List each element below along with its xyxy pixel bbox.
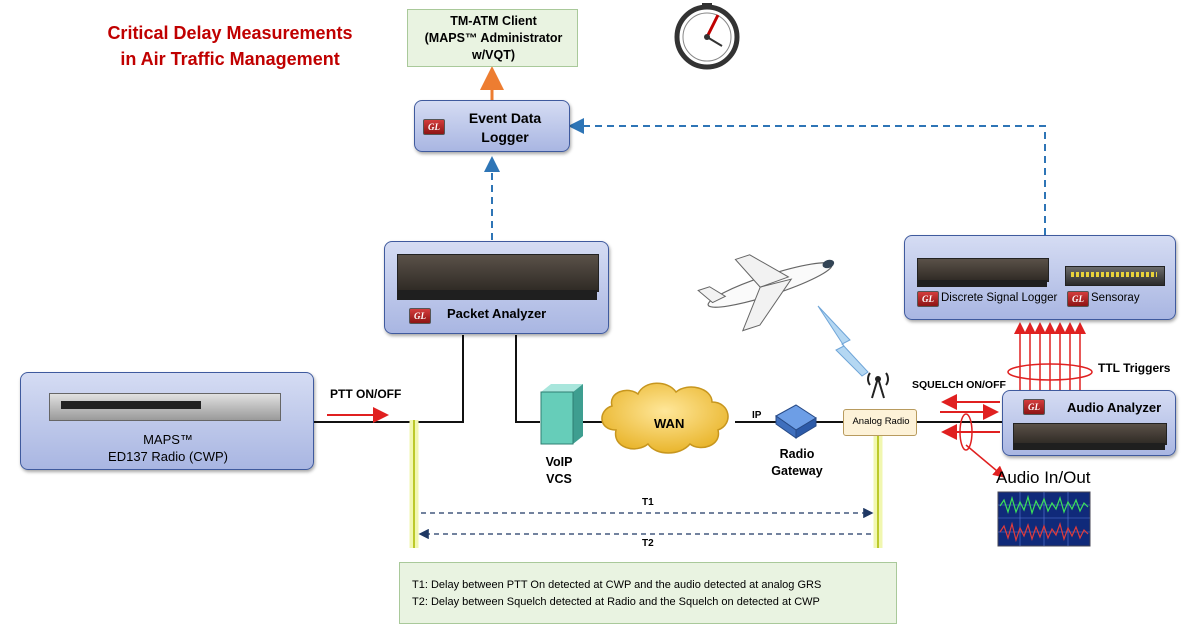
waveform-icon <box>997 491 1091 547</box>
gl-logo: GL <box>409 308 431 324</box>
analog-radio-label: Analog Radio <box>852 416 910 427</box>
gateway-line-2: Gateway <box>771 464 823 478</box>
gl-logo: GL <box>917 291 939 307</box>
t1-label: T1 <box>642 497 654 508</box>
title-line-1: Critical Delay Measurements <box>107 23 353 43</box>
ptt-label: PTT ON/OFF <box>330 387 402 401</box>
radio-gateway-label: Radio Gateway <box>762 446 832 480</box>
packet-analyzer-box: GL Packet Analyzer <box>384 241 609 334</box>
audio-analyzer-device <box>1013 423 1167 445</box>
wan-cloud-icon <box>601 382 729 454</box>
legend-t1: T1: Delay between PTT On detected at CWP… <box>412 579 822 591</box>
audio-in-out-label: Audio In/Out <box>996 468 1091 487</box>
router-icon <box>775 404 817 439</box>
logger-line-1: Event Data <box>468 110 542 126</box>
packet-analyzer-device <box>397 254 599 292</box>
voip-vcs-label: VoIP VCS <box>535 454 583 488</box>
antenna-icon <box>867 372 889 399</box>
sensoray-label: Sensoray <box>1091 292 1140 304</box>
audio-io-arrow <box>965 444 1006 478</box>
signal-logger-box: GL Discrete Signal Logger GL Sensoray <box>904 235 1176 320</box>
ip-label: IP <box>752 410 762 421</box>
squelch-ring <box>959 413 973 451</box>
discrete-signal-logger-device <box>917 258 1049 282</box>
title-line-2: in Air Traffic Management <box>120 49 340 69</box>
gl-logo: GL <box>1067 291 1089 307</box>
maps-line-2: ED137 Radio (CWP) <box>108 449 228 464</box>
wan-label: WAN <box>654 416 685 431</box>
discrete-signal-logger-label: Discrete Signal Logger <box>941 292 1058 304</box>
lightning-icon <box>817 305 869 377</box>
stopwatch-icon <box>674 3 740 70</box>
analog-radio-box: Analog Radio <box>843 409 917 436</box>
gateway-line-1: Radio <box>779 447 815 461</box>
squelch-label: SQUELCH ON/OFF <box>912 379 1006 391</box>
ttl-ring <box>1007 363 1093 381</box>
airplane-icon <box>697 254 835 332</box>
ttl-triggers-label: TTL Triggers <box>1098 361 1171 375</box>
packet-analyzer-label: Packet Analyzer <box>447 306 547 321</box>
voip-line-1: VoIP <box>545 455 573 469</box>
client-line-1: TM-ATM Client <box>450 14 537 28</box>
audio-analyzer-box: GL Audio Analyzer <box>1002 390 1176 456</box>
server-tower-icon <box>540 384 583 445</box>
legend-box: T1: Delay between PTT On detected at CWP… <box>399 562 897 624</box>
maps-line-1: MAPS™ <box>143 432 193 447</box>
tm-atm-client-box: TM-ATM Client (MAPS™ Administrator w/VQT… <box>407 9 578 67</box>
gl-logo: GL <box>423 119 445 135</box>
logger-line-2: Logger <box>481 129 529 145</box>
maps-ed137-box: MAPS™ ED137 Radio (CWP) <box>20 372 314 470</box>
dashed-link-signal-logger-to-event-logger <box>568 118 1046 235</box>
audio-analyzer-label: Audio Analyzer <box>1067 400 1162 415</box>
event-data-logger-box: GL Event Data Logger <box>414 100 570 152</box>
t2-label: T2 <box>642 538 654 549</box>
voip-line-2: VCS <box>546 472 572 486</box>
diagram-title: Critical Delay Measurements in Air Traff… <box>80 20 380 72</box>
legend-t2: T2: Delay between Squelch detected at Ra… <box>412 596 820 608</box>
client-line-3: w/VQT) <box>471 48 516 62</box>
client-line-2: (MAPS™ Administrator <box>424 31 563 45</box>
gl-logo: GL <box>1023 399 1045 415</box>
